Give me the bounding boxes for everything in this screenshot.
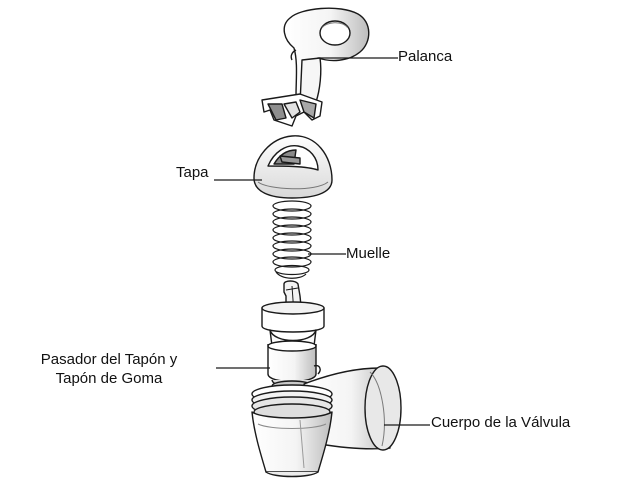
pasador-label-line1: Pasador del Tapón y bbox=[40, 351, 178, 368]
lever-part bbox=[261, 7, 370, 127]
pasador-label-line2: Tapón de Goma bbox=[55, 370, 163, 387]
leader-lines bbox=[214, 57, 430, 426]
valve-body-part bbox=[251, 365, 402, 478]
cuerpo-label: Cuerpo de la Válvula bbox=[431, 414, 571, 431]
plug-pin-part bbox=[261, 280, 325, 392]
palanca-label: Palanca bbox=[398, 48, 453, 65]
muelle-label: Muelle bbox=[346, 245, 391, 262]
cap-part bbox=[253, 135, 333, 199]
spring-part bbox=[272, 200, 312, 279]
tapa-label: Tapa bbox=[176, 164, 209, 181]
